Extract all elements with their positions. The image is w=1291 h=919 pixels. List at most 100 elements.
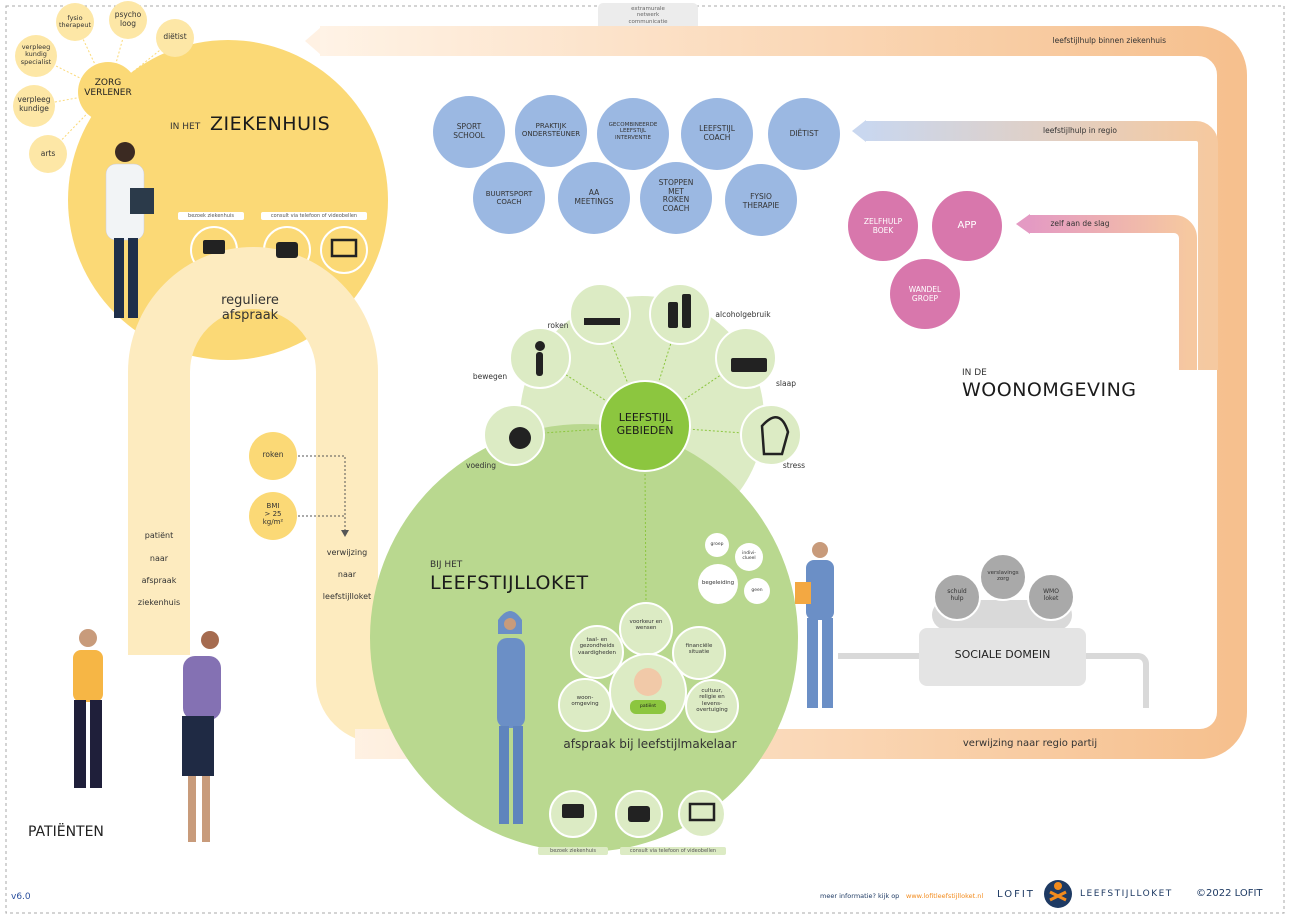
guidance-groep: groep: [710, 542, 724, 547]
area-voeding: voeding: [466, 461, 496, 470]
care-provider-center: ZORG VERLENER: [84, 78, 132, 99]
petal-verpleegkundig-specialist: verpleeg kundig specialist: [20, 43, 52, 66]
woonomgeving-pre: IN DE: [962, 368, 987, 378]
patient-tag: patiënt: [639, 704, 656, 709]
exercise-icon: [535, 341, 545, 351]
stress-icon: [760, 416, 790, 456]
nurse-figure: [795, 542, 834, 708]
factor-cultuur: cultuur, religie en levens- overtuiging: [696, 688, 728, 713]
service-leefstijlcoach: LEEFSTIJL COACH: [699, 124, 735, 142]
factor-financieel: financiële situatie: [685, 643, 713, 656]
guidance-begeleiding: begeleiding: [701, 580, 735, 586]
alcohol-icon: [668, 302, 678, 328]
food-icon: [509, 427, 531, 449]
loket-title: LEEFSTIJLLOKET: [430, 572, 589, 594]
hospital-visit-pill: bezoek ziekenhuis: [178, 212, 244, 220]
referral-smoking: roken: [262, 450, 284, 459]
monitor-icon: [330, 238, 358, 258]
patient-path-1: patiënt: [144, 531, 174, 540]
petal-fysio: fysio therapeut: [58, 14, 92, 30]
self-help: [848, 191, 1002, 329]
flow-binnen-arrowhead: [305, 28, 320, 54]
footer-info: meer informatie? kijk op: [820, 892, 900, 900]
selfhelp-app: APP: [957, 220, 977, 231]
social-schuldhulp: schuld hulp: [947, 588, 967, 602]
referral-label-1: verwijzing: [326, 548, 368, 557]
smoking-referral-circle: [249, 432, 297, 480]
flow-makelaar-label: afspraak bij leefstijlmakelaar: [563, 737, 737, 751]
hospital-monitor-icon: [320, 226, 368, 274]
factor-woonomgeving: woon- omgeving: [571, 695, 599, 708]
factor-voorkeur: voorkeur en wensen: [629, 619, 663, 632]
patient-figures: [73, 629, 221, 842]
footer-url[interactable]: www.lofitleefstijlloket.nl: [906, 892, 984, 900]
area-bewegen: bewegen: [472, 372, 508, 381]
area-stress: stress: [782, 461, 806, 470]
flow-regio-partij-label: verwijzing naar regio partij: [962, 738, 1098, 749]
contact-icon-glyphs: [203, 238, 716, 822]
flow-zelf: [1030, 215, 1197, 370]
footer-brand-left: LOFIT: [997, 889, 1035, 900]
flow-regio-label: leefstijlhulp in regio: [1043, 126, 1117, 135]
extramural-box: [598, 3, 698, 31]
sleep-icon: [731, 358, 767, 372]
guidance-cluster: [698, 533, 770, 604]
extramural-label: extramurale netwerk communicatie: [628, 6, 668, 25]
flow-binnen-label: leefstijlhulp binnen ziekenhuis: [1052, 36, 1166, 45]
flow-zelf-arrowhead: [1016, 214, 1030, 234]
guidance-geen: geen: [751, 588, 763, 593]
referral-connectors: [298, 455, 346, 532]
referral-arrowhead: [341, 530, 349, 537]
service-aa-meetings: AA MEETINGS: [574, 188, 614, 206]
area-alcohol: alcoholgebruik: [715, 310, 771, 319]
area-roken: roken: [547, 321, 569, 330]
social-domain: [838, 553, 1149, 708]
hospital-consult-pill: consult via telefoon of videobellen: [261, 212, 367, 220]
service-fysiotherapie: FYSIO THERAPIE: [742, 192, 780, 210]
version-label: v6.0: [11, 892, 31, 902]
service-stoppen-roken: STOPPEN MET ROKEN COACH: [658, 178, 694, 213]
coach-figure: [497, 611, 525, 824]
region-services: [433, 95, 840, 236]
social-verslavingszorg: verslavings zorg: [987, 570, 1019, 583]
referral-label-2: naar: [337, 570, 357, 579]
hospital-title: ZIEKENHUIS: [210, 113, 331, 135]
chat-icon: [203, 240, 225, 254]
referral-bmi: BMI > 25 kg/m²: [262, 502, 284, 527]
social-wmo: WMO loket: [1043, 588, 1059, 602]
patient-path-4: ziekenhuis: [137, 598, 181, 607]
lifestyle-center: LEEFSTIJL GEBIEDEN: [616, 411, 674, 437]
service-sportschool: SPORT SCHOOL: [453, 122, 485, 140]
loket-visit-pill: bezoek ziekenhuis: [538, 847, 608, 855]
petal-arts: arts: [40, 149, 56, 158]
petal-psycho: psycho loog: [114, 10, 142, 28]
selfhelp-book: ZELFHULP BOEK: [863, 217, 903, 235]
social-domain-title: SOCIALE DOMEIN: [954, 648, 1051, 661]
factor-taal: taal- en gezondheids vaardigheden: [578, 637, 616, 656]
regular-appointment-label: reguliere afspraak: [221, 293, 279, 323]
petal-dietist: diëtist: [163, 32, 187, 41]
patient-path-2: naar: [149, 554, 169, 563]
lifestyle-icons: [509, 294, 790, 456]
woonomgeving-title: WOONOMGEVING: [962, 379, 1137, 401]
flow-regio-arrowhead: [852, 120, 866, 142]
bmi-referral-circle: [249, 492, 297, 540]
hospital-pre: IN HET: [170, 122, 201, 132]
loket-pre: BIJ HET: [430, 560, 463, 570]
service-buurtsportcoach: BUURTSPORT COACH: [485, 190, 533, 207]
loket-factors: [558, 602, 739, 733]
service-gli: GECOMBINEERDE LEEFSTIJL INTERVENTIE: [608, 122, 658, 141]
smoking-icon: [584, 318, 620, 325]
footer-brand-right: LEEFSTIJLLOKET: [1080, 889, 1173, 899]
area-slaap: slaap: [776, 379, 796, 388]
patient-path-3: afspraak: [141, 576, 177, 585]
loket-consult-pill: consult via telefoon of videobellen: [620, 847, 726, 855]
phone-icon: [276, 242, 298, 258]
flow-zelf-label: zelf aan de slag: [1050, 219, 1110, 228]
care-provider-flower: [13, 1, 194, 173]
referral-label-3: leefstijlloket: [322, 592, 372, 601]
service-dietist: DIËTIST: [789, 129, 819, 138]
lofit-logo: [1044, 880, 1072, 908]
